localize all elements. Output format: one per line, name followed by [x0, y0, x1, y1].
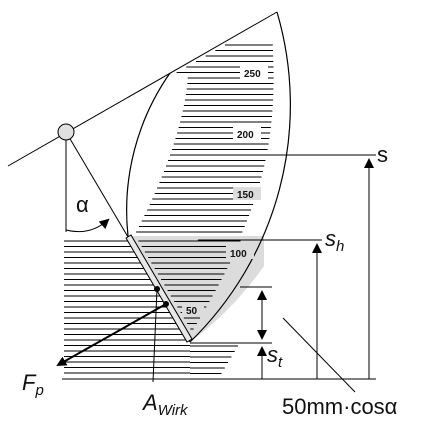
- formula-label: 50mm·cosα: [282, 394, 398, 419]
- lower-hatch-lines: [64, 240, 241, 374]
- pivot-circle: [57, 123, 75, 141]
- outer-arc: [189, 11, 291, 343]
- force-arrow: [56, 303, 167, 366]
- st-label: st: [267, 342, 283, 371]
- scale-label-50: 50: [186, 306, 198, 317]
- scale-label-100: 100: [230, 249, 247, 260]
- inner-arc: [126, 72, 171, 237]
- top-slope-line: [7, 11, 278, 167]
- formula-leader-line: [282, 317, 356, 393]
- force-label: Fp: [22, 370, 44, 399]
- sh-label: sh: [325, 226, 344, 255]
- alpha-angle-arc: [65, 218, 110, 233]
- alpha-label: α: [76, 192, 89, 217]
- scale-label-250: 250: [244, 69, 261, 80]
- s-label: s: [377, 142, 388, 167]
- area-leader-line: [152, 288, 158, 383]
- area-label: AWirk: [141, 390, 189, 419]
- scale-label-150: 150: [237, 190, 254, 201]
- scale-label-200: 200: [237, 130, 254, 141]
